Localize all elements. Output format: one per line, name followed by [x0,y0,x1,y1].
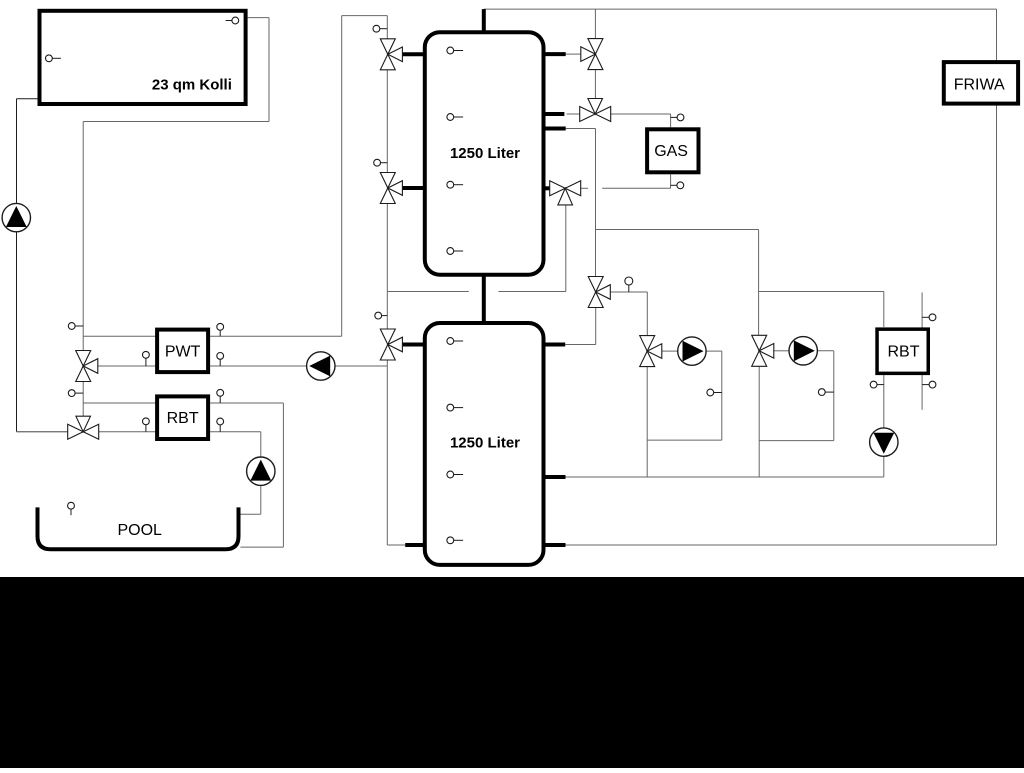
svg-text:23 qm Kolli: 23 qm Kolli [152,76,232,93]
svg-text:RBT: RBT [167,410,199,427]
svg-text:RBT: RBT [888,344,920,361]
svg-text:1250 Liter: 1250 Liter [450,145,520,162]
svg-text:POOL: POOL [117,522,162,539]
svg-text:GAS: GAS [654,143,688,160]
svg-text:1250 Liter: 1250 Liter [450,435,520,452]
svg-text:FRIWA: FRIWA [954,76,1005,93]
svg-text:PWT: PWT [165,343,201,360]
